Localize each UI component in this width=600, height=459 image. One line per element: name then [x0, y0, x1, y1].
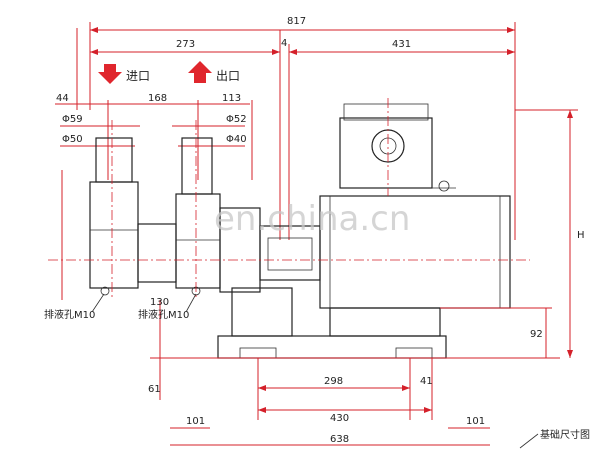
- drain-label-right: 排液孔M10: [138, 308, 189, 321]
- watermark: en.china.cn: [214, 199, 410, 239]
- left-gap-label: 101: [186, 416, 205, 427]
- port-dimension-group: 44 168 113 Φ59 Φ50 Φ52 Φ40: [55, 93, 253, 180]
- motor-mount: [329, 307, 441, 337]
- outlet-marker: 出口: [188, 61, 240, 83]
- overall-dimension-group: 817 273 431 4: [76, 16, 516, 240]
- drain-plug-left: [100, 286, 110, 296]
- arrowhead: [567, 110, 573, 118]
- arrowhead: [258, 407, 266, 413]
- inlet-casing: [89, 181, 139, 289]
- baseplate-frame: [217, 335, 447, 359]
- right-gap-label: 101: [466, 416, 485, 427]
- bolt-offset-label: 41: [420, 376, 433, 387]
- base-inner-label: 298: [324, 376, 343, 387]
- left-height-group: 130 61: [61, 170, 169, 400]
- base-length-label: 430: [330, 413, 349, 424]
- arrowhead: [258, 385, 266, 391]
- inlet-pipe: [95, 137, 133, 183]
- inlet-arrow-icon: [98, 64, 122, 84]
- pump-housing: [137, 223, 177, 283]
- lifting-eye: [438, 180, 450, 192]
- drain-label-left: 排液孔M10: [44, 308, 95, 321]
- leader-line: [91, 293, 105, 313]
- port-spacing-label: 168: [148, 93, 167, 104]
- drain-height-label: 130: [150, 297, 169, 308]
- leader-line: [519, 433, 539, 449]
- arrowhead: [289, 49, 297, 55]
- inlet-marker: 进口: [98, 64, 150, 84]
- left-offset-label: 44: [56, 93, 69, 104]
- motor-base-height-label: 92: [530, 329, 543, 340]
- baseplate-foot: [239, 347, 277, 359]
- arrowhead: [402, 385, 410, 391]
- arrowhead: [90, 49, 98, 55]
- pump-body: [89, 137, 321, 296]
- outlet-bore-label: Φ40: [226, 134, 247, 145]
- baseplate-foot: [395, 347, 433, 359]
- arrowhead: [507, 27, 515, 33]
- mid-small-label: 4: [281, 38, 287, 49]
- base-total-label: 638: [330, 434, 349, 445]
- overall-length-label: 817: [287, 16, 306, 27]
- baseplate: [217, 287, 447, 359]
- right-segment-label: 431: [392, 39, 411, 50]
- outlet-flange-label: Φ52: [226, 114, 247, 125]
- arrowhead: [507, 49, 515, 55]
- inlet-flange-label: Φ59: [62, 114, 83, 125]
- terminal-box: [339, 117, 433, 189]
- arrowhead: [272, 49, 280, 55]
- arrowhead: [90, 27, 98, 33]
- coupling: [267, 237, 313, 271]
- height-dimension-group: H 92: [440, 109, 585, 358]
- arrowhead: [567, 350, 573, 358]
- base-dimension-group: 298 41 430 101 101 638: [170, 358, 490, 446]
- outlet-label: 出口: [216, 69, 240, 83]
- pump-pedestal: [231, 287, 293, 337]
- terminal-box-cover: [343, 103, 429, 121]
- arrowhead: [424, 407, 432, 413]
- overall-height-label: H: [577, 230, 585, 241]
- inlet-bore-label: Φ50: [62, 134, 83, 145]
- pump-base-height-label: 61: [148, 384, 161, 395]
- leader-line: [185, 293, 197, 313]
- left-segment-label: 273: [176, 39, 195, 50]
- outlet-arrow-icon: [188, 61, 212, 83]
- foot-note: 基础尺寸图: [540, 428, 590, 441]
- right-offset-label: 113: [222, 93, 241, 104]
- inlet-label: 进口: [126, 69, 150, 83]
